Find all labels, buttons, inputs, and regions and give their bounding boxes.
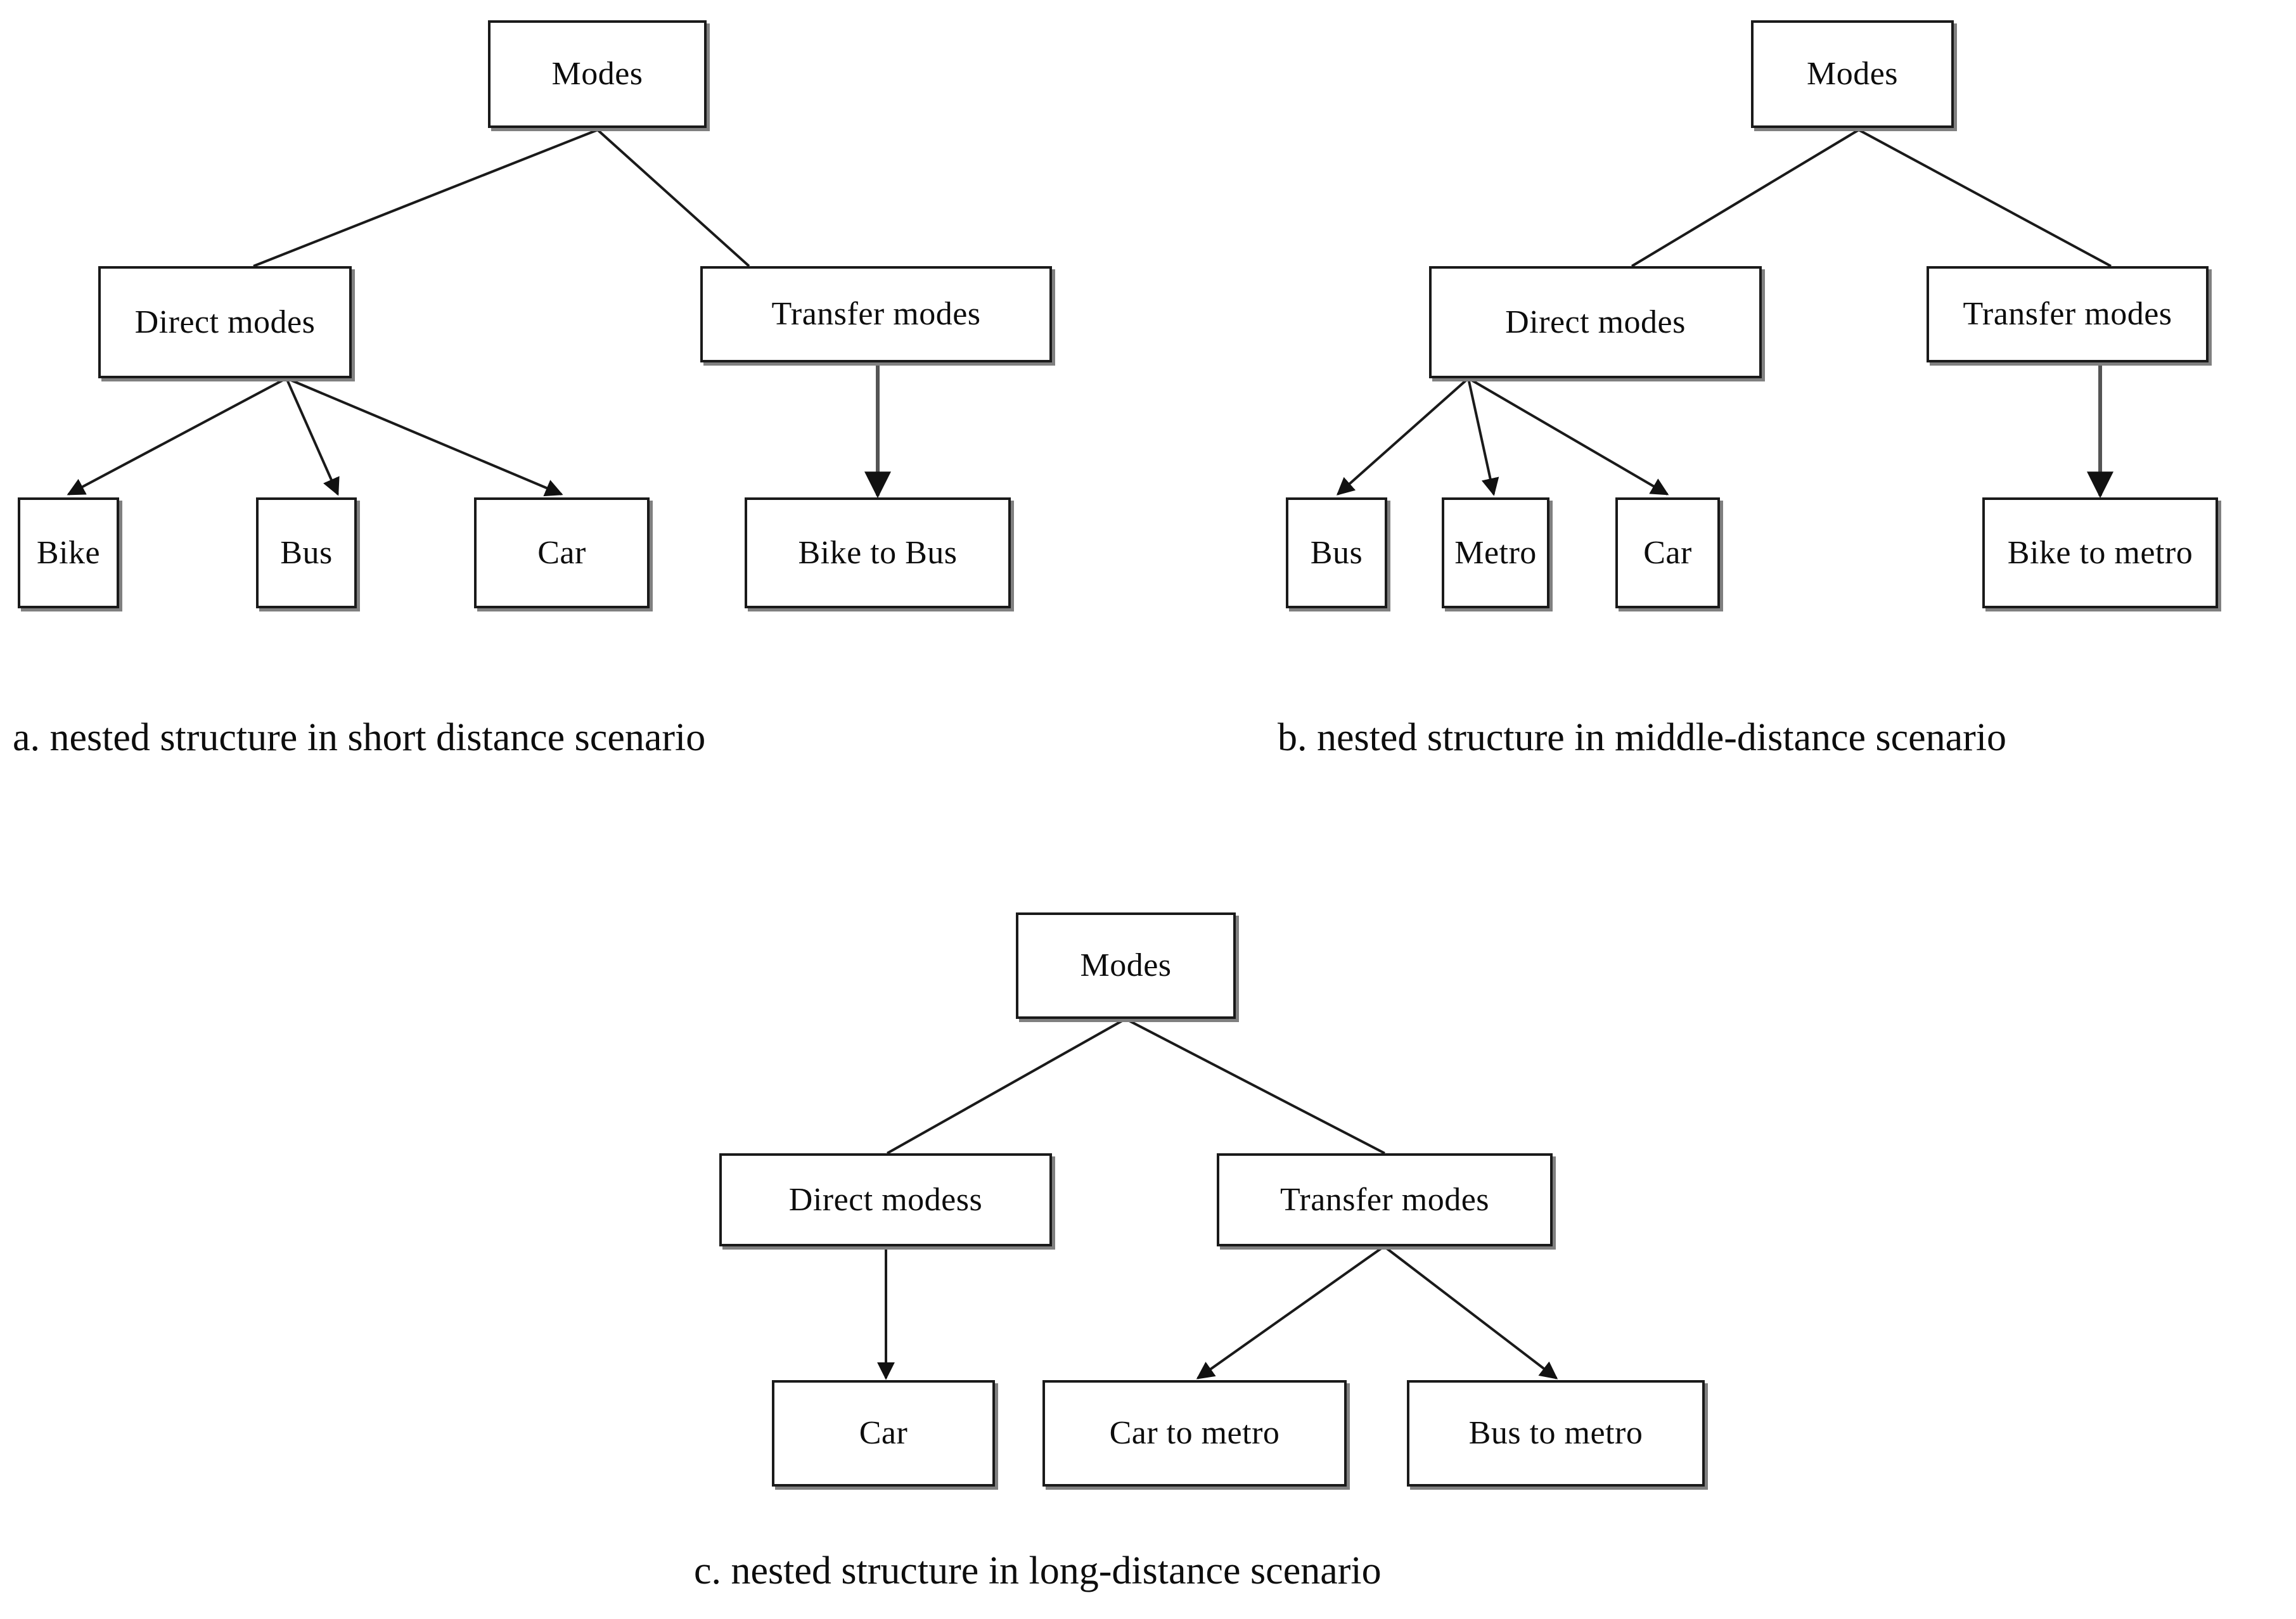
node-a-leaf-bus[interactable]: Bus <box>256 497 357 608</box>
node-label: Bike to Bus <box>798 534 958 571</box>
node-label: Direct modess <box>788 1181 983 1218</box>
node-label: Metro <box>1454 534 1537 571</box>
edge-modes-to-direct <box>253 129 598 267</box>
edge-direct-to-leaf-2 <box>1467 378 1499 496</box>
node-c-leaf-car[interactable]: Car <box>772 1380 995 1487</box>
node-b-leaf-metro[interactable]: Metro <box>1442 497 1549 608</box>
edge-direct-to-leaf-1 <box>1336 377 1470 496</box>
node-label: Car <box>1643 534 1692 571</box>
edge-transfer-to-leaf-2 <box>1383 1245 1558 1379</box>
node-label: Modes <box>1080 947 1172 983</box>
node-b-leaf-bike-to-metro[interactable]: Bike to metro <box>1982 497 2218 608</box>
panel-c: Modes Direct modess Transfer modes Car C… <box>0 887 2296 1619</box>
edge-modes-to-direct <box>887 1018 1126 1155</box>
panel-a-caption: a. nested structure in short distance sc… <box>13 716 706 759</box>
edge-direct-to-leaf-2 <box>285 378 340 496</box>
node-label: Bus <box>1310 534 1363 571</box>
node-b-root[interactable]: Modes <box>1751 20 1954 128</box>
node-a-transfer-modes[interactable]: Transfer modes <box>700 266 1052 362</box>
node-label: Transfer modes <box>1963 296 2172 332</box>
edge-transfer-to-leaf-1 <box>1196 1245 1385 1379</box>
node-a-direct-modes[interactable]: Direct modes <box>98 266 352 378</box>
edge-modes-to-direct <box>1631 129 1860 267</box>
node-a-leaf-bike[interactable]: Bike <box>18 497 119 608</box>
node-c-leaf-bus-to-metro[interactable]: Bus to metro <box>1407 1380 1705 1487</box>
node-label: Bike to metro <box>2007 534 2193 571</box>
node-label: Bike <box>36 534 101 571</box>
edge-direct-to-leaf-3 <box>1467 377 1669 496</box>
node-label: Car to metro <box>1109 1415 1280 1451</box>
panel-b: Modes Direct modes Transfer modes Bus Me… <box>1148 0 2296 786</box>
node-label: Bus to metro <box>1468 1415 1643 1451</box>
node-b-leaf-car[interactable]: Car <box>1615 497 1720 608</box>
panel-b-edges <box>1336 129 2113 499</box>
node-b-transfer-modes[interactable]: Transfer modes <box>1927 266 2209 362</box>
node-c-root[interactable]: Modes <box>1016 912 1236 1019</box>
node-c-leaf-car-to-metro[interactable]: Car to metro <box>1042 1380 1347 1487</box>
edge-modes-to-transfer <box>1125 1018 1385 1155</box>
panel-c-caption: c. nested structure in long-distance sce… <box>694 1549 1382 1592</box>
node-a-root[interactable]: Modes <box>488 20 707 128</box>
node-c-transfer-modes[interactable]: Transfer modes <box>1217 1153 1553 1246</box>
node-label: Car <box>859 1415 908 1451</box>
node-label: Bus <box>280 534 333 571</box>
node-label: Transfer modes <box>1279 1181 1490 1218</box>
panel-b-caption: b. nested structure in middle-distance s… <box>1278 716 2007 759</box>
node-label: Direct modes <box>1505 304 1686 340</box>
node-label: Transfer modes <box>771 296 981 332</box>
node-a-leaf-car[interactable]: Car <box>474 497 650 608</box>
edge-direct-to-leaf-3 <box>286 377 563 497</box>
node-c-direct-modess[interactable]: Direct modess <box>719 1153 1052 1246</box>
node-b-leaf-bus[interactable]: Bus <box>1286 497 1387 608</box>
node-label: Modes <box>1806 56 1899 92</box>
edge-direct-to-leaf-1 <box>67 377 287 496</box>
node-a-leaf-bike-to-bus[interactable]: Bike to Bus <box>745 497 1011 608</box>
node-b-direct-modes[interactable]: Direct modes <box>1429 266 1762 378</box>
node-label: Car <box>537 534 586 571</box>
edge-modes-to-transfer <box>596 129 750 267</box>
node-label: Modes <box>551 56 643 92</box>
edge-modes-to-transfer <box>1858 129 2112 267</box>
panel-a: Modes Direct modes Transfer modes Bike B… <box>0 0 1148 786</box>
node-label: Direct modes <box>134 304 316 340</box>
